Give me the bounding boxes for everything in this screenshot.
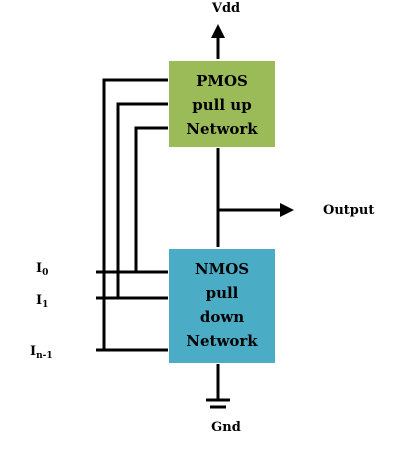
pmos-subtitle: pull up — [192, 96, 251, 114]
output-arrow — [218, 203, 294, 217]
nmos-subtitle-1: pull — [206, 284, 239, 302]
pmos-network-label: Network — [186, 120, 258, 138]
input-wire-1-pmos — [96, 102, 168, 300]
vdd-arrow — [211, 24, 225, 60]
gnd-label: Gnd — [211, 420, 241, 435]
input-label-0: I0 — [36, 261, 48, 278]
vdd-label: Vdd — [211, 1, 240, 16]
ground-symbol — [206, 364, 230, 409]
input-wire-0-pmos — [96, 126, 168, 274]
output-label: Output — [323, 203, 374, 218]
nmos-network-label: Network — [186, 332, 258, 350]
pmos-block — [167, 59, 277, 149]
nmos-subtitle-2: down — [200, 308, 244, 326]
nmos-block — [167, 247, 277, 365]
input-label-n: In-1 — [30, 344, 53, 361]
input-wire-n-pmos — [96, 78, 168, 352]
pmos-title: PMOS — [196, 72, 248, 90]
nmos-title: NMOS — [195, 260, 249, 278]
input-label-1: I1 — [36, 293, 48, 310]
